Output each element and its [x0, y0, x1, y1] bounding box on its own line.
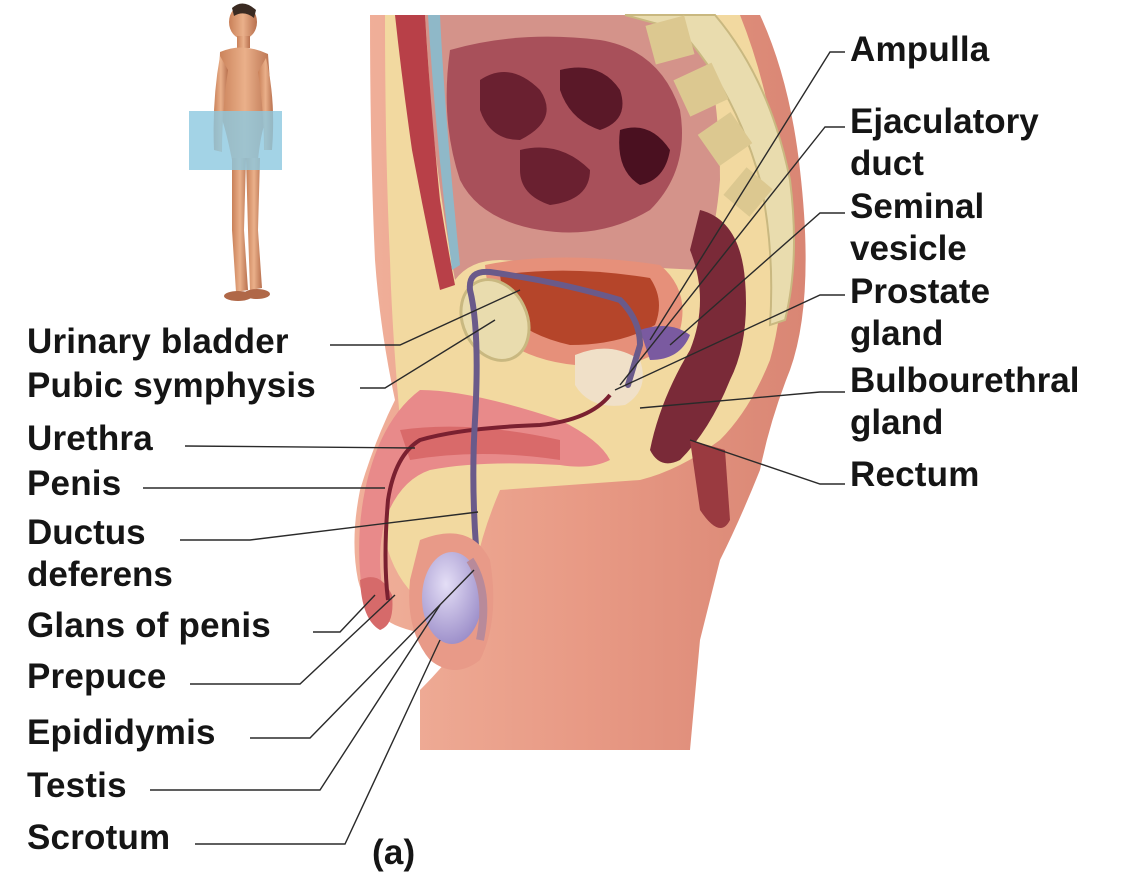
label-seminal-vesicle: Seminal vesicle [850, 186, 984, 270]
label-glans-of-penis: Glans of penis [27, 606, 271, 646]
label-scrotum: Scrotum [27, 818, 170, 858]
label-bulbourethral-gland: Bulbourethral gland [850, 360, 1079, 444]
label-rectum: Rectum [850, 455, 980, 495]
label-prepuce: Prepuce [27, 657, 167, 697]
section-highlight-box [189, 111, 282, 170]
label-urinary-bladder: Urinary bladder [27, 322, 289, 362]
label-testis: Testis [27, 766, 127, 806]
label-ejaculatory-duct: Ejaculatory duct [850, 101, 1039, 185]
label-urethra: Urethra [27, 419, 153, 459]
label-pubic-symphysis: Pubic symphysis [27, 366, 316, 406]
label-epididymis: Epididymis [27, 713, 216, 753]
label-prostate-gland: Prostate gland [850, 271, 990, 355]
label-penis: Penis [27, 464, 121, 504]
label-ductus-deferens: Ductus deferens [27, 512, 173, 596]
panel-label: (a) [372, 833, 415, 873]
label-ampulla: Ampulla [850, 30, 989, 70]
